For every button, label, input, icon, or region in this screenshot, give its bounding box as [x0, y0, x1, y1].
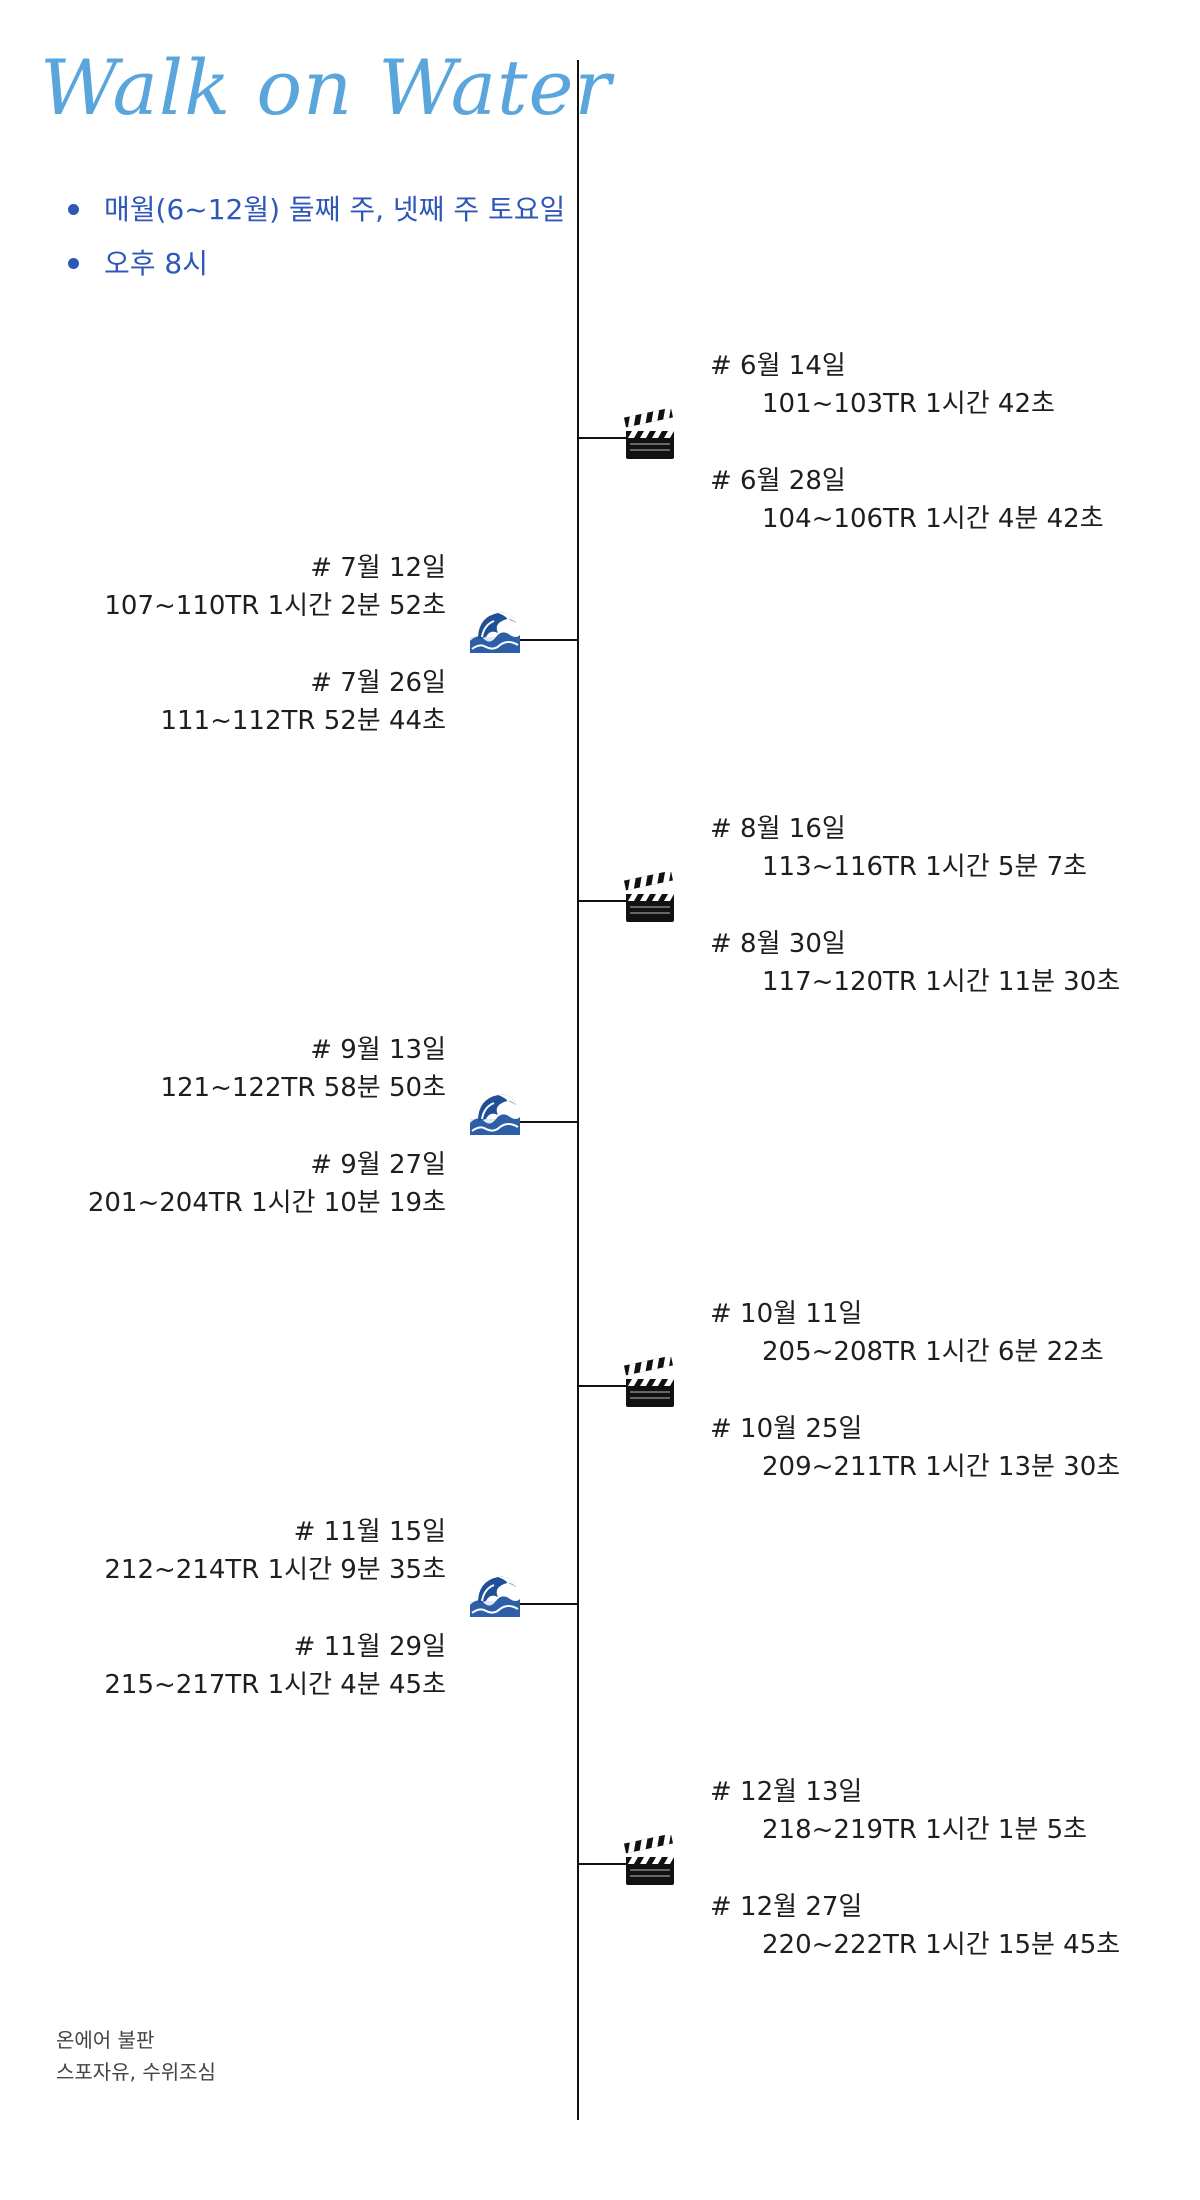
- episode-detail: 220~222TR 1시간 15분 45초: [762, 1930, 1121, 1960]
- episode-detail: 218~219TR 1시간 1분 5초: [762, 1815, 1088, 1845]
- clapper-board-icon: [622, 409, 676, 463]
- schedule-info-text: 매월(6~12월) 둘째 주, 넷째 주 토요일: [104, 193, 566, 226]
- schedule-info-list: 매월(6~12월) 둘째 주, 넷째 주 토요일 오후 8시: [62, 196, 565, 304]
- wave-icon: [468, 1085, 522, 1139]
- episode-date: # 11월 29일: [293, 1632, 446, 1662]
- episode-detail: 111~112TR 52분 44초: [160, 706, 446, 736]
- episode-detail: 209~211TR 1시간 13분 30초: [762, 1452, 1121, 1482]
- episode-detail: 117~120TR 1시간 11분 30초: [762, 967, 1121, 997]
- episode-detail: 212~214TR 1시간 9분 35초: [104, 1555, 446, 1585]
- episode-detail: 205~208TR 1시간 6분 22초: [762, 1337, 1104, 1367]
- footer-note-line: 온에어 불판: [56, 2028, 155, 2052]
- episode-date: # 12월 27일: [710, 1892, 863, 1922]
- bullet-icon: [68, 258, 79, 269]
- episode-detail: 107~110TR 1시간 2분 52초: [104, 591, 446, 621]
- timeline-connector: [520, 1121, 578, 1123]
- episode-date: # 8월 30일: [710, 929, 846, 959]
- schedule-info-text: 오후 8시: [104, 247, 208, 280]
- episode-date: # 8월 16일: [710, 814, 846, 844]
- episode-detail: 201~204TR 1시간 10분 19초: [87, 1188, 446, 1218]
- timeline-axis: [577, 60, 579, 2120]
- clapper-board-icon: [622, 1835, 676, 1889]
- episode-detail: 215~217TR 1시간 4분 45초: [104, 1670, 446, 1700]
- page-title: Walk on Water: [40, 43, 612, 132]
- episode-date: # 7월 26일: [310, 668, 446, 698]
- wave-icon: [468, 1567, 522, 1621]
- episode-date: # 9월 13일: [310, 1035, 446, 1065]
- episode-date: # 11월 15일: [293, 1517, 446, 1547]
- episode-date: # 6월 28일: [710, 466, 846, 496]
- footer-note-line: 스포자유, 수위조심: [56, 2060, 216, 2084]
- timeline-connector: [520, 639, 578, 641]
- episode-detail: 104~106TR 1시간 4분 42초: [762, 504, 1104, 534]
- episode-date: # 10월 25일: [710, 1414, 863, 1444]
- timeline-connector: [578, 437, 630, 439]
- clapper-board-icon: [622, 872, 676, 926]
- timeline-connector: [578, 1385, 630, 1387]
- episode-date: # 10월 11일: [710, 1299, 863, 1329]
- clapper-board-icon: [622, 1357, 676, 1411]
- episode-date: # 12월 13일: [710, 1777, 863, 1807]
- wave-icon: [468, 603, 522, 657]
- episode-date: # 7월 12일: [310, 553, 446, 583]
- episode-detail: 121~122TR 58분 50초: [160, 1073, 446, 1103]
- schedule-info-item: 오후 8시: [62, 250, 565, 278]
- episode-date: # 6월 14일: [710, 351, 846, 381]
- episode-detail: 101~103TR 1시간 42초: [762, 389, 1055, 419]
- episode-detail: 113~116TR 1시간 5분 7초: [762, 852, 1088, 882]
- timeline-connector: [578, 1863, 630, 1865]
- timeline-connector: [578, 900, 630, 902]
- episode-date: # 9월 27일: [310, 1150, 446, 1180]
- schedule-info-item: 매월(6~12월) 둘째 주, 넷째 주 토요일: [62, 196, 565, 224]
- bullet-icon: [68, 204, 79, 215]
- timeline-connector: [520, 1603, 578, 1605]
